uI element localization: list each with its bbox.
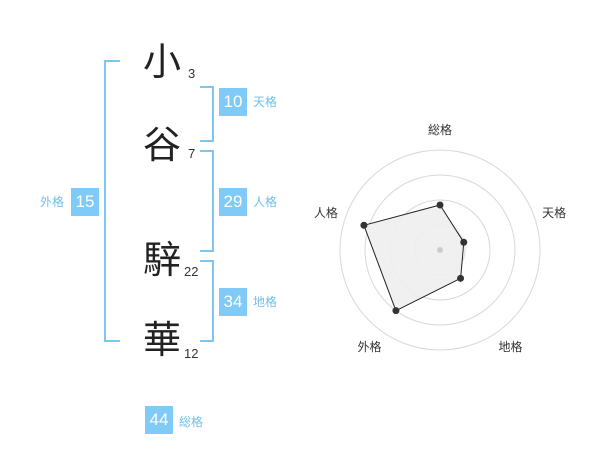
name-char-4: 華 (142, 318, 181, 362)
tenkaku-bracket (200, 86, 214, 142)
radar-polygon (363, 204, 465, 312)
radar-point-2 (457, 274, 465, 282)
stroke-count-3: 22 (184, 264, 199, 279)
radar-axis-label-3: 外格 (357, 339, 381, 354)
radar-center-dot (437, 247, 443, 253)
outer-bracket (104, 60, 120, 342)
soukaku-label: 総格 (179, 415, 204, 429)
jinkaku-value-badge: 29 (219, 188, 247, 216)
radar-point-1 (460, 238, 468, 246)
radar-point-4 (360, 221, 368, 229)
chikaku-label: 地格 (253, 295, 278, 309)
radar-axis-label-1: 天格 (542, 205, 566, 220)
name-char-1: 小 (142, 40, 181, 84)
stroke-count-1: 3 (188, 66, 196, 81)
jinkaku-bracket (200, 150, 214, 252)
chikaku-bracket (200, 260, 214, 342)
radar-point-3 (392, 307, 400, 315)
tenkaku-value-badge: 10 (219, 88, 247, 116)
radar-ring-4 (339, 149, 541, 351)
stroke-count-2: 7 (188, 146, 196, 161)
tenkaku-label: 天格 (253, 95, 278, 109)
radar-axis-label-0: 総格 (428, 122, 452, 137)
chikaku-value-badge: 34 (219, 288, 247, 316)
jinkaku-label: 人格 (253, 195, 278, 209)
gaikaku-label: 外格 (40, 195, 65, 209)
stroke-count-4: 12 (184, 346, 199, 361)
name-char-3: 騂 (142, 238, 181, 282)
name-char-2: 谷 (142, 123, 181, 167)
radar-point-0 (436, 201, 444, 209)
radar-ring-3 (364, 174, 516, 326)
gaikaku-value-badge: 15 (71, 188, 99, 216)
radar-axis-label-2: 地格 (499, 339, 523, 354)
soukaku-value-badge: 44 (145, 406, 173, 434)
radar-axis-label-4: 人格 (314, 205, 338, 220)
